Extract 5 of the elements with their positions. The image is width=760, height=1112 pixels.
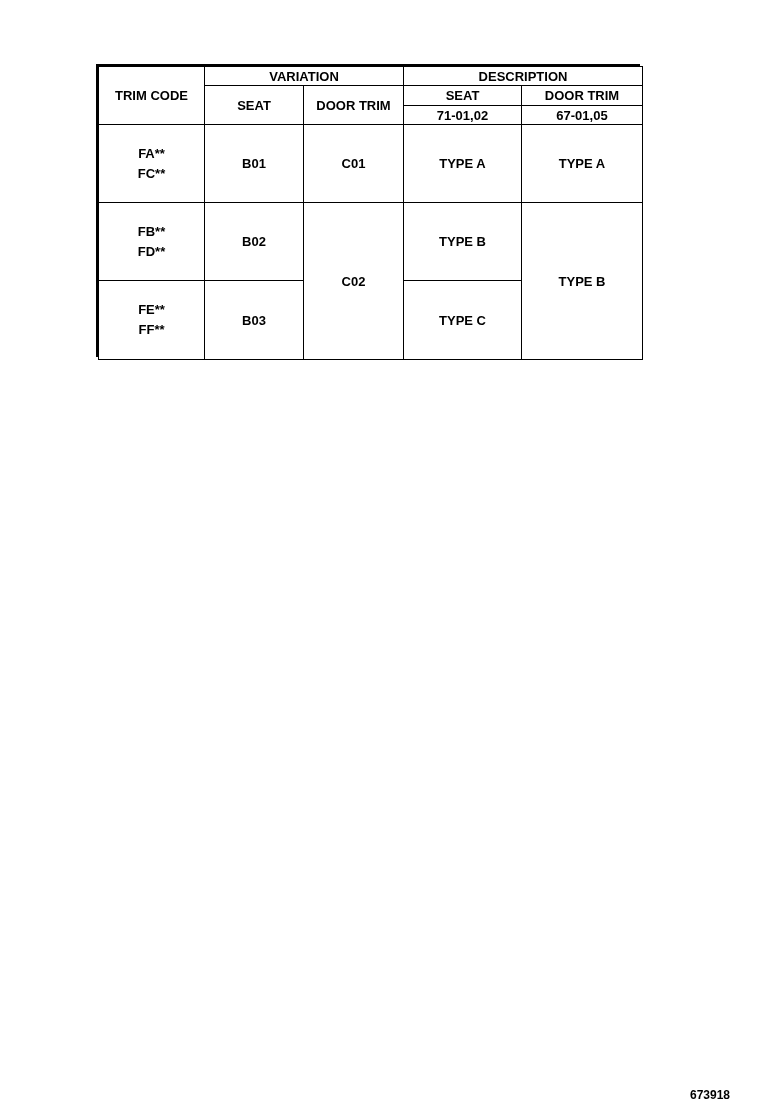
table-cell: FE** FF**	[98, 280, 205, 360]
table-cell: TYPE B	[521, 202, 643, 360]
header-cell: TRIM CODE	[98, 66, 205, 125]
figure-number: 673918	[690, 1088, 731, 1102]
header-cell: DESCRIPTION	[403, 66, 643, 86]
